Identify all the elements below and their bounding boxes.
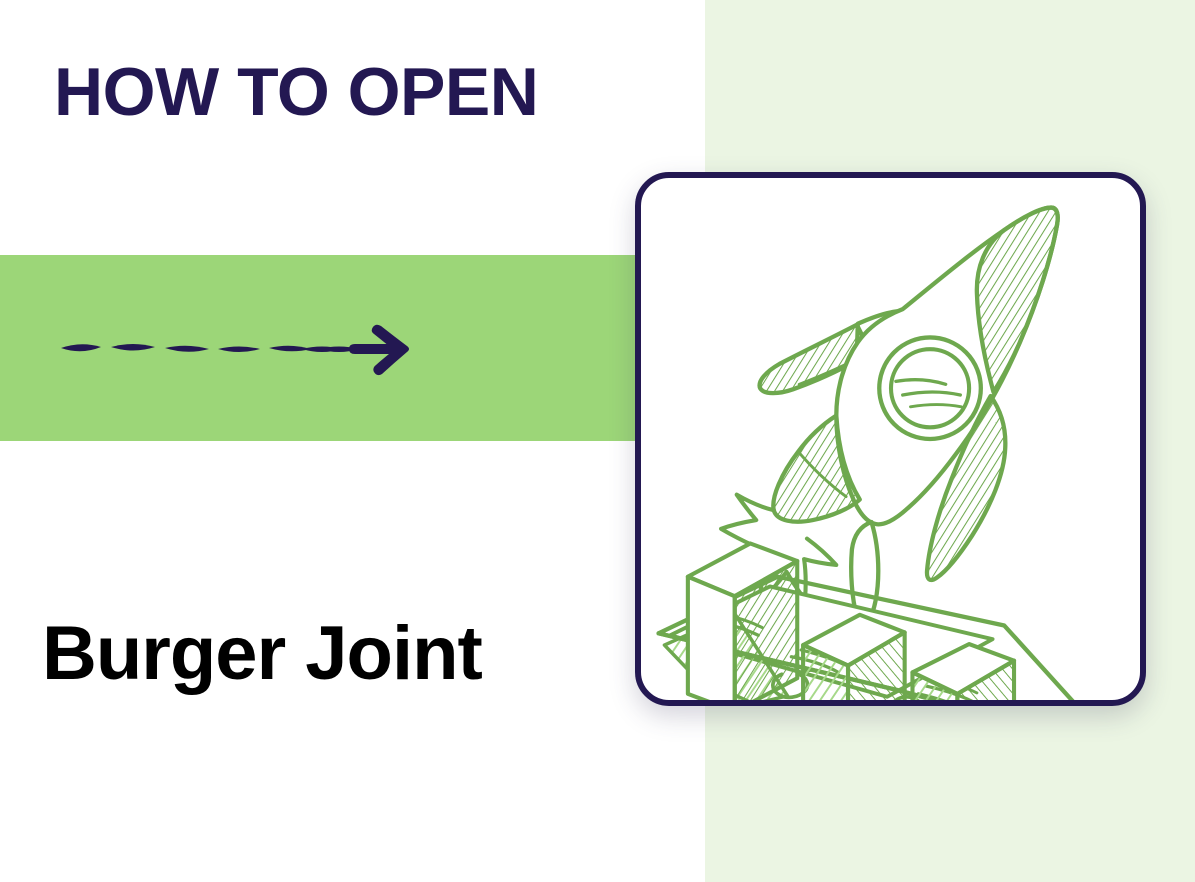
rocket-chart-illustration [641, 178, 1140, 700]
bar-chart-column-1 [685, 541, 800, 700]
page-title: HOW TO OPEN [54, 54, 539, 130]
subject-title: Burger Joint [42, 611, 483, 696]
bar-chart-column-3 [910, 642, 1017, 700]
rocket [719, 205, 1060, 627]
arrow-shaft-tip [349, 344, 405, 354]
arrow-head [371, 324, 409, 376]
illustration-card [635, 172, 1146, 706]
rocket-porthole [877, 335, 983, 442]
dashed-arrow-icon [55, 318, 415, 378]
bar-chart-column-2 [801, 612, 907, 700]
bar-chart-on-money [656, 541, 1075, 700]
